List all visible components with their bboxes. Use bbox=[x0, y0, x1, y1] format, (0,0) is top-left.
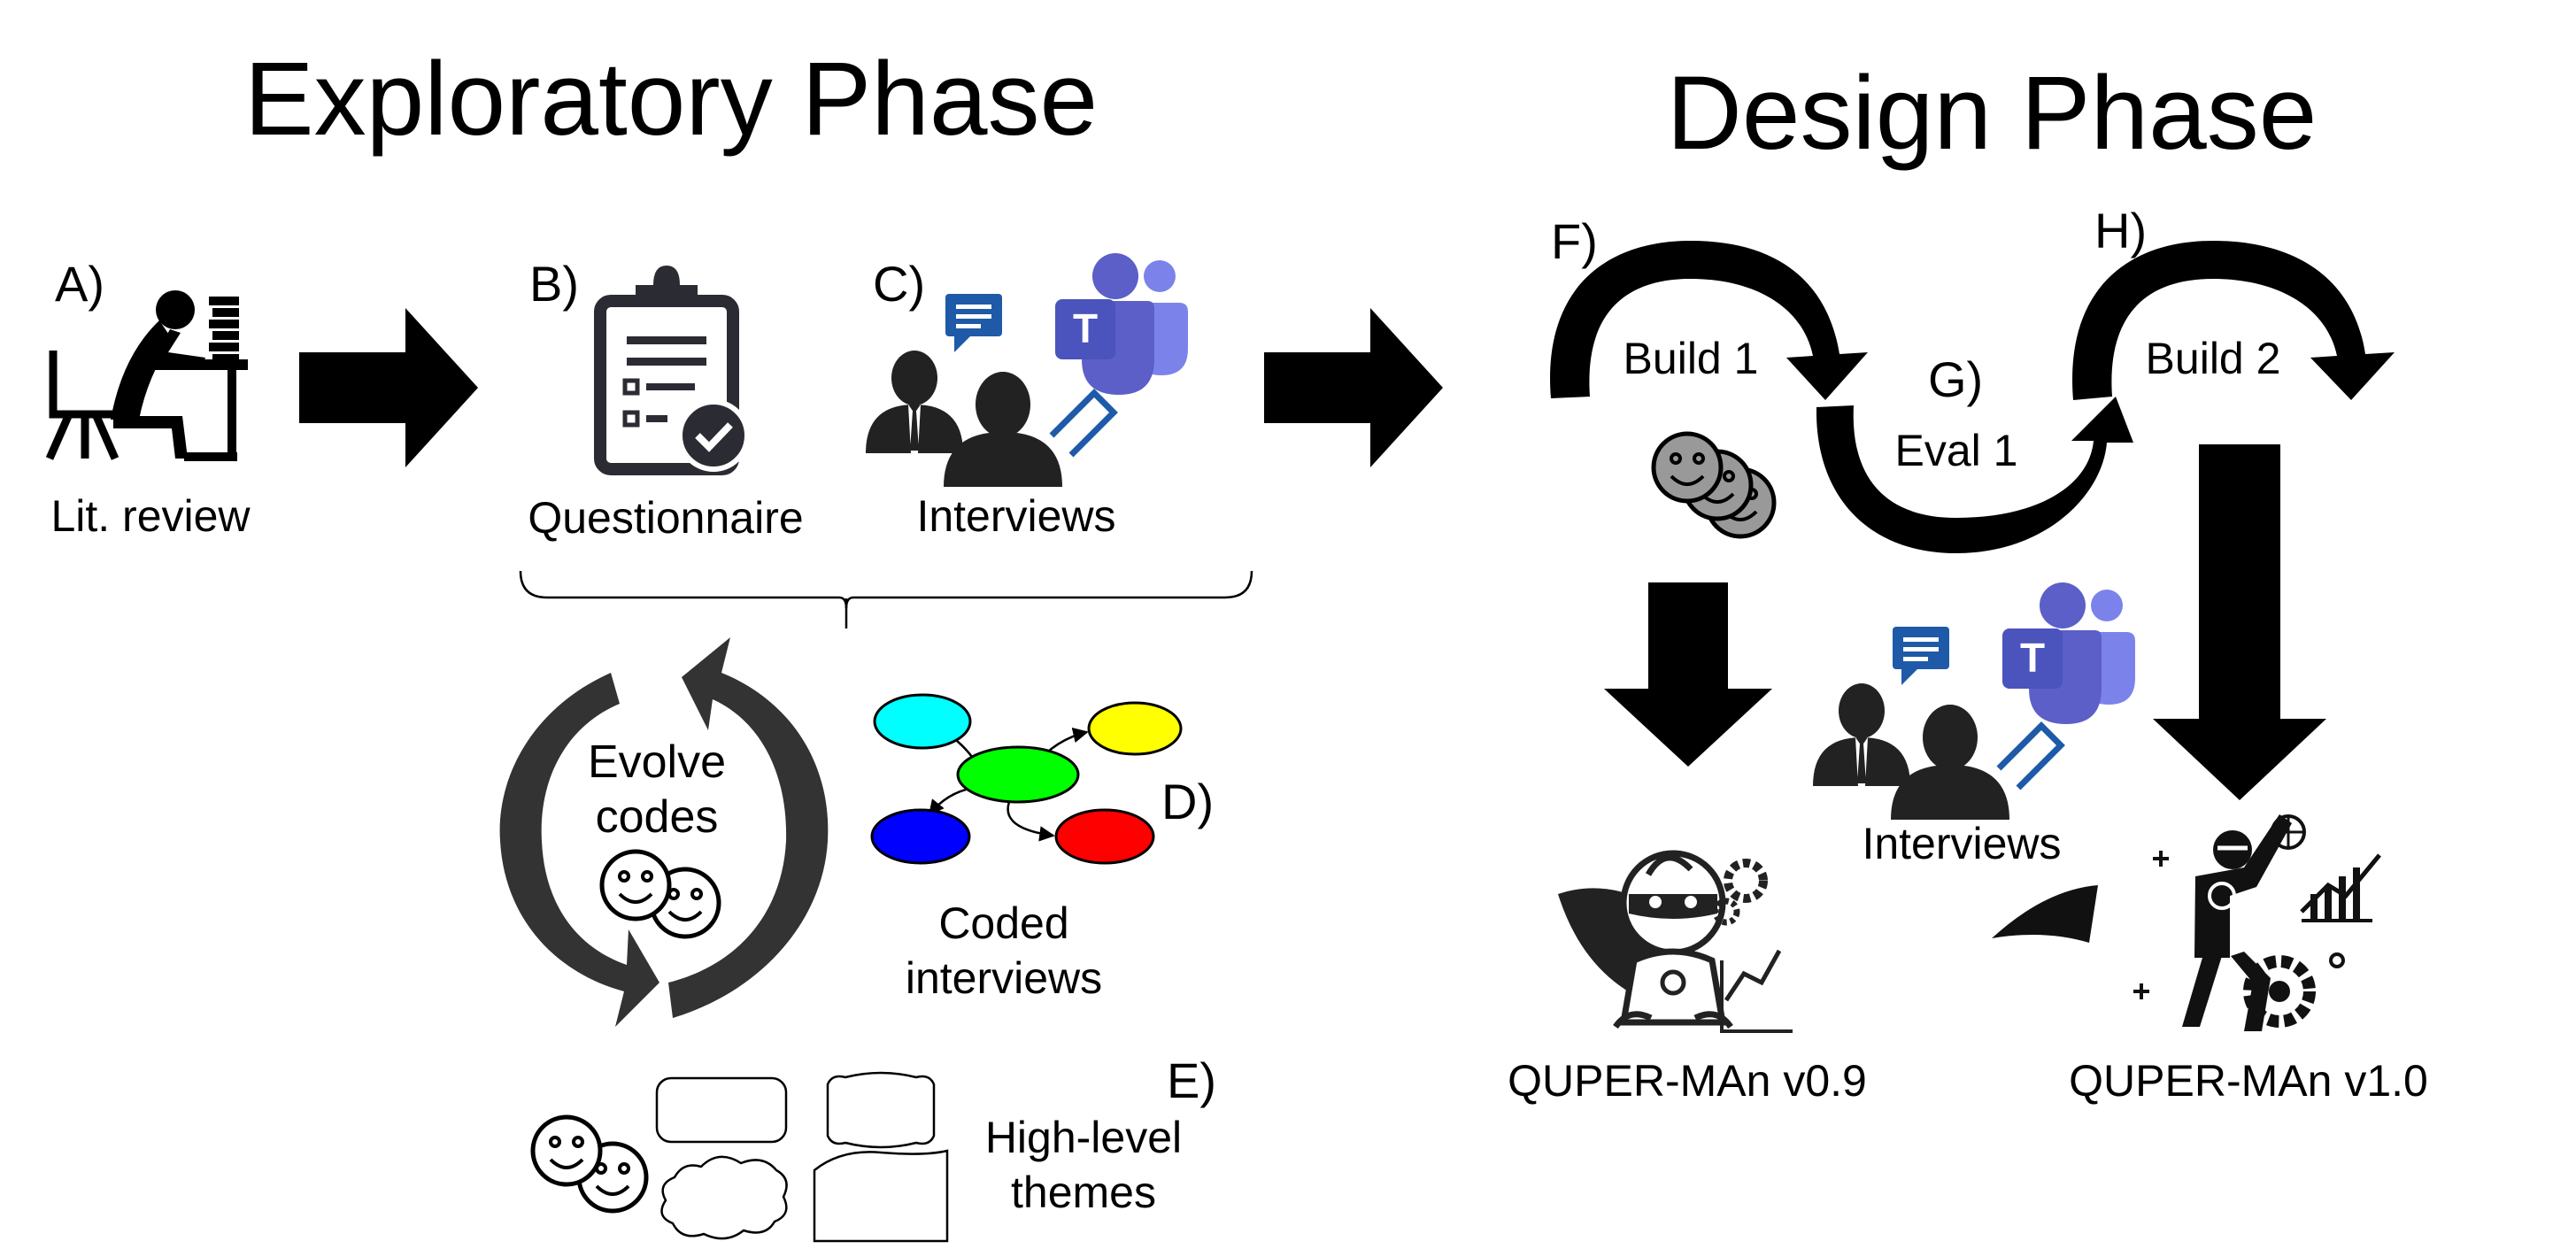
design-interviews-label: Interviews bbox=[1862, 819, 2061, 868]
node-cyan bbox=[873, 693, 972, 750]
grouping-brace bbox=[519, 570, 1253, 609]
output-v09-label: QUPER-MAn v0.9 bbox=[1508, 1056, 1867, 1106]
superhero-icon bbox=[1992, 814, 2381, 1031]
step-g-tag: G) bbox=[1928, 351, 1983, 407]
step-d-label-line1: Coded bbox=[938, 898, 1068, 948]
exploratory-phase-title: Exploratory Phase bbox=[244, 41, 1098, 158]
down-arrow-v09 bbox=[1604, 582, 1772, 767]
step-a-label: Lit. review bbox=[50, 491, 251, 541]
step-d-tag: D) bbox=[1161, 774, 1214, 829]
evolve-codes-line1: Evolve bbox=[588, 736, 726, 788]
step-g-label: Eval 1 bbox=[1895, 426, 2018, 475]
stressed-reader-icon bbox=[45, 290, 248, 461]
down-arrow-v10 bbox=[2153, 444, 2326, 800]
step-c-tag: C) bbox=[873, 256, 925, 312]
big-right-arrow-1 bbox=[299, 308, 478, 467]
step-a-tag: A) bbox=[55, 256, 104, 312]
step-e-label-line2: themes bbox=[1011, 1168, 1156, 1217]
evolve-codes-cycle bbox=[499, 637, 829, 1027]
step-d-label-line2: interviews bbox=[906, 953, 1102, 1003]
node-red bbox=[1054, 808, 1155, 865]
iteration-curve-arrows bbox=[1550, 241, 2395, 553]
theme-shapes bbox=[655, 1071, 949, 1243]
step-b-label: Questionnaire bbox=[528, 493, 803, 543]
questionnaire-clipboard-icon bbox=[594, 266, 750, 475]
step-f-tag: F) bbox=[1551, 213, 1598, 269]
teams-logo-icon bbox=[1055, 253, 1188, 395]
step-h-label: Build 2 bbox=[2146, 334, 2281, 383]
smiley-face-icon bbox=[1654, 434, 1721, 501]
step-e-tag: E) bbox=[1167, 1052, 1216, 1108]
output-v10-label: QUPER-MAn v1.0 bbox=[2069, 1056, 2428, 1106]
node-green bbox=[956, 745, 1080, 804]
baby-hero-icon bbox=[1558, 850, 1793, 1033]
step-e-label-line1: High-level bbox=[985, 1113, 1182, 1162]
teams-logo-icon bbox=[2002, 582, 2135, 724]
node-yellow bbox=[1087, 701, 1183, 756]
big-right-arrow-2 bbox=[1264, 308, 1443, 467]
step-b-tag: B) bbox=[529, 256, 579, 312]
step-c-label: Interviews bbox=[916, 491, 1115, 541]
smiley-face-icon bbox=[602, 852, 669, 919]
step-h-tag: H) bbox=[2094, 203, 2147, 258]
smiley-face-icon bbox=[533, 1117, 600, 1184]
node-blue bbox=[870, 808, 971, 865]
design-phase-title: Design Phase bbox=[1667, 55, 2318, 172]
step-f-label: Build 1 bbox=[1623, 334, 1759, 383]
evolve-codes-line2: codes bbox=[596, 791, 719, 843]
coded-interviews-graph bbox=[870, 693, 1183, 865]
